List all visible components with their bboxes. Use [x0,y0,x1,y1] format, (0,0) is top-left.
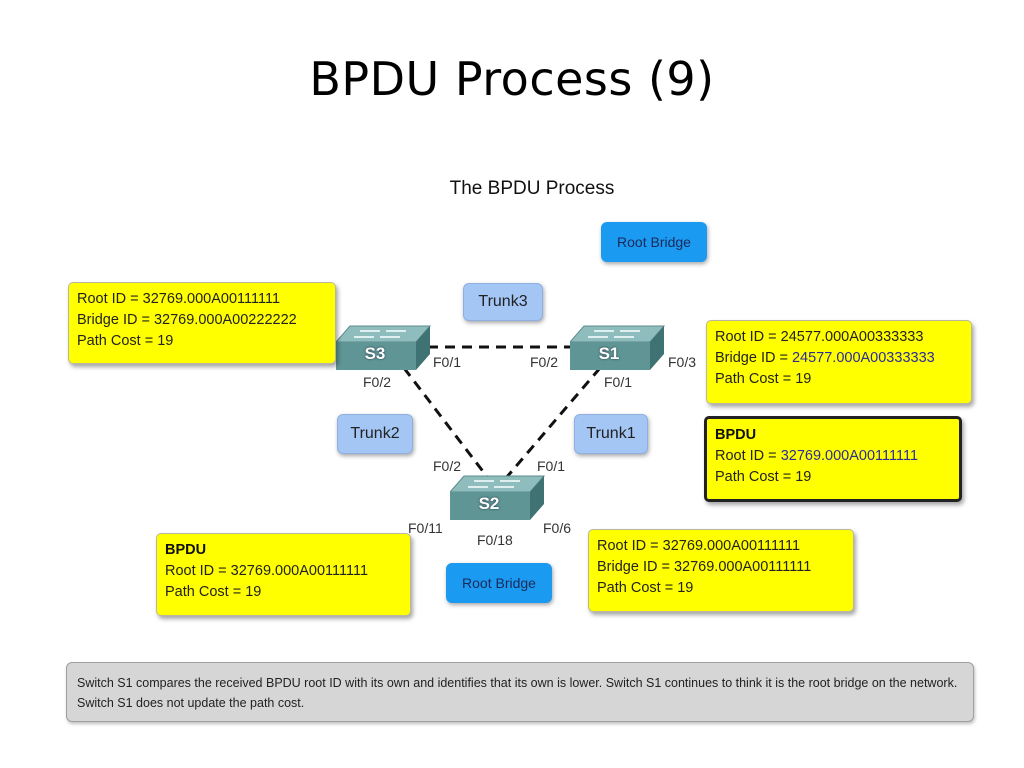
s1-info-box: Root ID = 24577.000A00333333 Bridge ID =… [706,320,972,404]
switch-s3-label: S3 [364,344,386,363]
path-cost: Path Cost = 19 [77,333,174,349]
bridge-id: Bridge ID = 32769.000A00222222 [77,312,297,328]
trunk2-label: Trunk2 [337,414,413,454]
trunk1-text: Trunk1 [586,425,636,442]
path-cost: Path Cost = 19 [715,371,812,387]
bridge-id-label: Bridge ID = [715,350,792,366]
bridge-id-value: 24577.000A00333333 [791,350,935,366]
s3-info-box: Root ID = 32769.000A00111111 Bridge ID =… [68,282,336,364]
diagram-caption: Switch S1 compares the received BPDU roo… [66,662,974,722]
port-s2-f02: F0/2 [433,458,462,474]
port-s2-f018: F0/18 [477,532,513,548]
port-s2-f011: F0/11 [408,520,443,536]
root-bridge-label-s1: Root Bridge [601,222,707,262]
path-cost: Path Cost = 19 [165,584,262,600]
port-s1-f01: F0/1 [604,374,633,390]
path-cost: Path Cost = 19 [715,469,812,485]
trunk1-link [504,367,602,479]
bpdu-heading: BPDU [715,427,757,443]
trunk2-text: Trunk2 [350,425,400,442]
root-id: Root ID = 32769.000A00111111 [597,538,801,554]
bridge-id: Bridge ID = 32769.000A00111111 [597,559,812,575]
switch-s2[interactable]: S2 [448,472,546,528]
switch-s3[interactable]: S3 [334,322,432,378]
diagram-title: The BPDU Process [449,178,615,199]
root-bridge-text: Root Bridge [462,575,536,591]
port-s1-f02: F0/2 [530,354,559,370]
trunk1-label: Trunk1 [574,414,648,454]
s2-bpdu-box: BPDU Root ID = 32769.000A00111111 Path C… [156,533,411,616]
root-id: Root ID = 24577.000A00333333 [715,329,924,345]
switch-icon [334,325,432,370]
switch-icon [568,325,666,370]
bridge-id: Bridge ID = 24577.000A00333333 [715,348,963,369]
root-id: Root ID = 32769.000A00111111 [77,291,281,307]
root-id-value: 32769.000A00111111 [780,448,919,464]
root-id: Root ID = 32769.000A00111111 [715,446,951,467]
slide-title: BPDU Process (9) [309,52,715,106]
trunk3-label: Trunk3 [463,283,543,321]
root-bridge-label-s2: Root Bridge [446,563,552,603]
root-id-label: Root ID = [715,448,781,464]
port-s3-f01: F0/1 [433,354,462,370]
trunk3-text: Trunk3 [478,293,528,310]
path-cost: Path Cost = 19 [597,580,694,596]
switch-icon [448,475,546,520]
switch-s1-label: S1 [598,344,620,363]
port-s2-f06: F0/6 [543,520,572,536]
switch-s1[interactable]: S1 [568,322,666,378]
s1-bpdu-box: BPDU Root ID = 32769.000A00111111 Path C… [704,416,962,502]
s2-info-box: Root ID = 32769.000A00111111 Bridge ID =… [588,529,854,612]
root-bridge-text: Root Bridge [617,234,691,250]
bpdu-heading: BPDU [165,542,207,558]
switch-s2-label: S2 [478,494,500,513]
port-s3-f02: F0/2 [363,374,392,390]
root-id: Root ID = 32769.000A00111111 [165,563,369,579]
port-s1-f03: F0/3 [668,354,697,370]
trunk2-link [402,367,490,479]
port-s2-f01: F0/1 [537,458,566,474]
